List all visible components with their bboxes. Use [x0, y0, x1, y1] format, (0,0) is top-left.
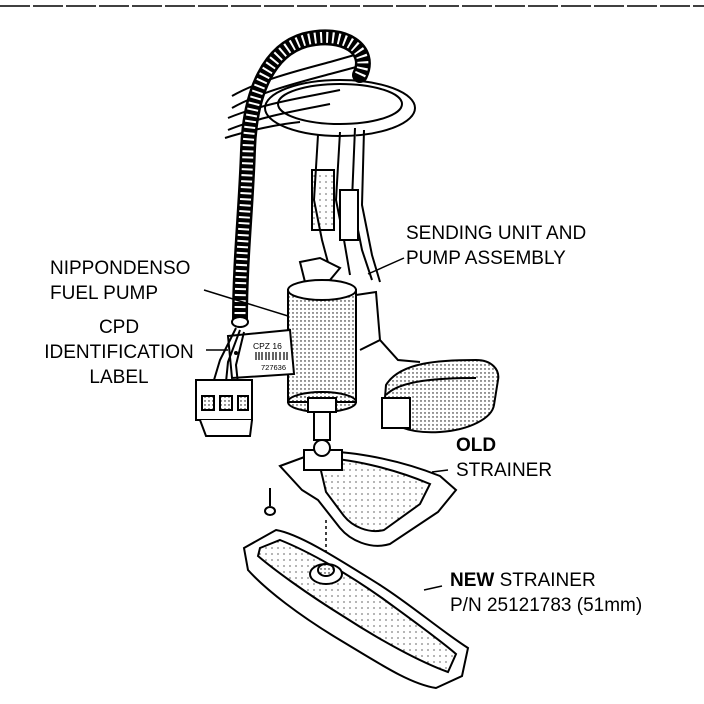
fuel-pump-callout: NIPPONDENSO FUEL PUMP [50, 256, 190, 306]
sending-unit-line1: SENDING UNIT AND [406, 223, 587, 244]
old-strainer-line2: STRAINER [456, 460, 553, 481]
old-strainer [278, 439, 458, 547]
sending-unit-line2: PUMP ASSEMBLY [406, 248, 566, 269]
leader-sending-unit [367, 257, 405, 275]
new-strainer-line1-rest: STRAINER [494, 570, 596, 591]
new-strainer-bold-word: NEW [450, 570, 495, 591]
new-strainer-line1: NEW STRAINER [450, 568, 642, 593]
float-arm [355, 290, 421, 363]
cpd-label-callout: CPD IDENTIFICATION LABEL [34, 315, 204, 390]
old-strainer-line1: OLD [456, 435, 497, 456]
cpd-identification-sticker: CPZ 16 727636 [226, 328, 296, 380]
sending-unit-callout: SENDING UNIT AND PUMP ASSEMBLY [406, 221, 586, 271]
leader-new-strainer [423, 585, 443, 591]
leader-old-strainer [431, 469, 449, 473]
electrical-connector [195, 327, 253, 437]
wire-harness-conduit [231, 29, 371, 328]
leader-fuel-pump [203, 289, 289, 317]
leader-lines [203, 257, 449, 591]
retaining-clip [264, 488, 276, 516]
cpd-label-line1: CPD [98, 317, 140, 338]
fuel-pipes [224, 53, 361, 139]
fuel-pump-line1: NIPPONDENSO [50, 258, 191, 279]
sticker-barcode [255, 352, 288, 360]
fuel-pump-body [287, 279, 357, 452]
new-strainer [242, 528, 470, 690]
fuel-pump-line2: FUEL PUMP [50, 283, 159, 304]
sticker-code: CPZ 16 [253, 341, 282, 351]
pump-bracket [298, 127, 381, 284]
sticker-number: 727636 [261, 363, 286, 372]
new-strainer-part-number: P/N 25121783 (51mm) [450, 595, 643, 616]
new-strainer-callout: NEW STRAINER P/N 25121783 (51mm) [450, 568, 642, 618]
fuel-level-float [381, 358, 500, 434]
sending-unit-flange [264, 79, 416, 137]
cpd-label-line2: IDENTIFICATION [44, 342, 194, 363]
old-strainer-callout: OLD STRAINER [456, 433, 552, 483]
cpd-label-line3: LABEL [89, 367, 149, 388]
